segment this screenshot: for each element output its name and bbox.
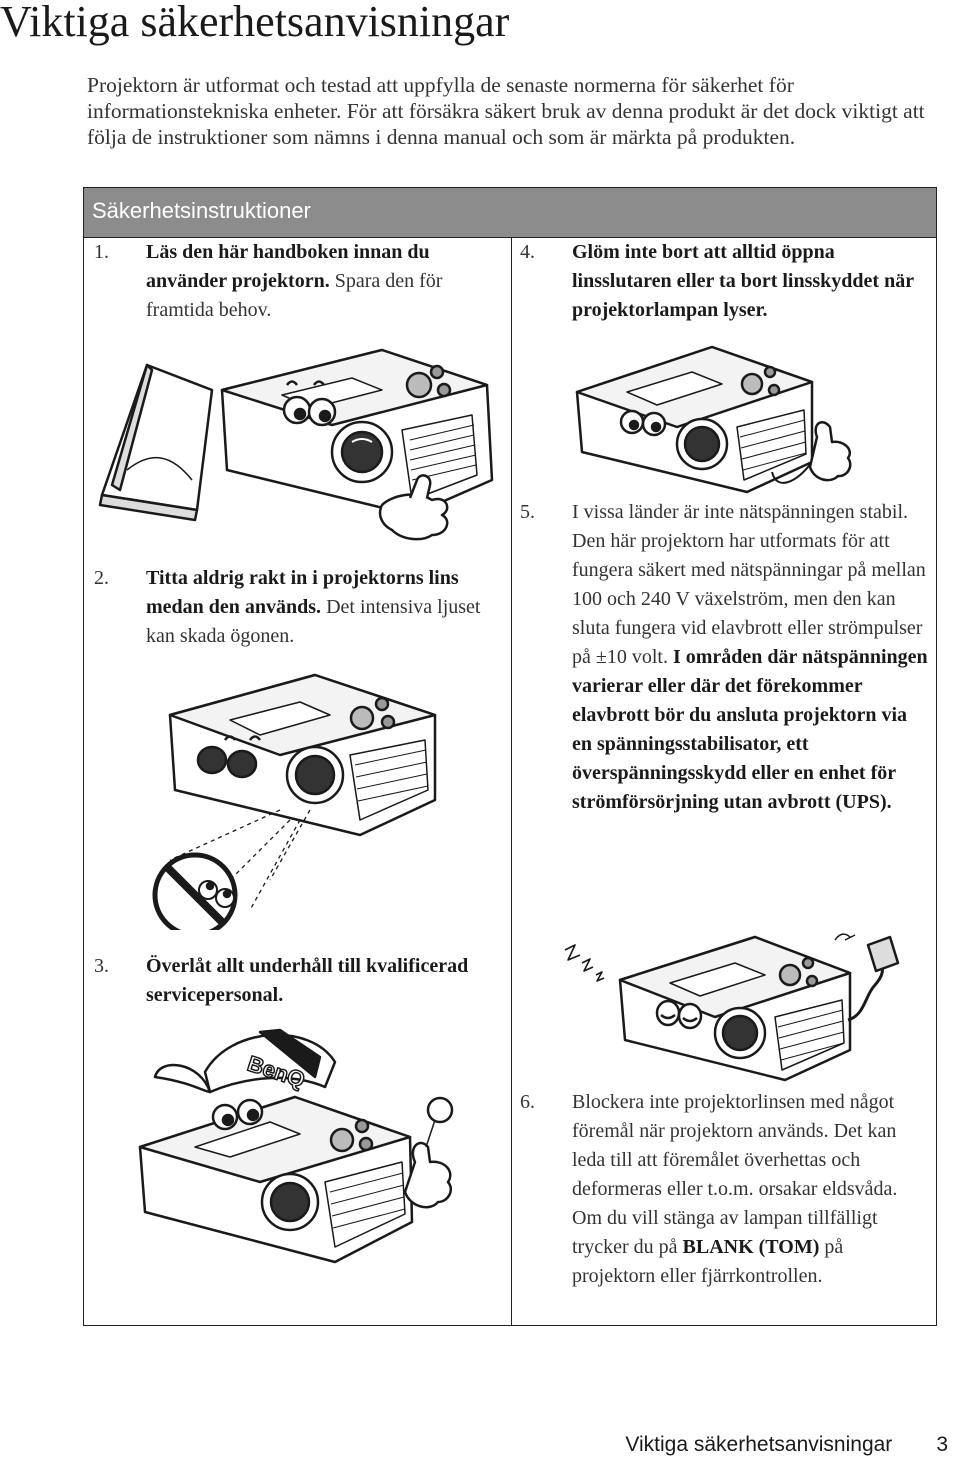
- item-bold-text: I områden där nätspänningen varierar ell…: [572, 646, 928, 813]
- item-text: Det intensiva ljuset kan skada ögonen.: [146, 596, 481, 647]
- illustration-service-personnel: BenQ: [130, 1022, 470, 1292]
- item-number: 5.: [520, 501, 535, 523]
- item-number: 2.: [94, 567, 109, 589]
- thumbs-up-icon: [771, 421, 852, 484]
- item-number: 4.: [520, 241, 535, 263]
- safety-instructions-box: Säkerhetsinstruktioner: [83, 187, 937, 1326]
- item-bold-text: Glöm inte bort att alltid öppna linsslut…: [572, 241, 914, 321]
- book-icon: [98, 363, 214, 522]
- sunglasses-icon: [196, 745, 258, 779]
- item-bold-text: Överlåt allt underhåll till kvalificerad…: [146, 955, 469, 1006]
- projector-icon: [138, 1095, 414, 1264]
- item-text: Blockera inte projektorlinsen med något …: [572, 1091, 898, 1258]
- cap-icon: BenQ: [153, 1028, 337, 1093]
- power-adapter-icon: [834, 933, 900, 1022]
- glove-hand-icon: [378, 474, 449, 541]
- illustration-read-manual: [92, 330, 502, 550]
- projector-icon: [575, 345, 814, 494]
- footer-label: Viktiga säkerhetsanvisningar: [625, 1433, 893, 1456]
- intro-paragraph: Projektorn är utformat och testad att up…: [87, 73, 925, 149]
- item-number: 1.: [94, 241, 109, 263]
- illustration-open-lens-cap: [572, 332, 862, 502]
- illustration-no-looking: [150, 660, 450, 930]
- item-number: 6.: [520, 1091, 535, 1113]
- item-bold-text: Läs den här handboken innan du använder …: [146, 241, 430, 292]
- item-text: Spara den för framtida behov.: [146, 270, 443, 321]
- item-text: I vissa länder är inte nätspänningen sta…: [572, 501, 926, 668]
- page-number: 3: [936, 1433, 948, 1456]
- page-title: Viktiga säkerhetsanvisningar: [0, 0, 510, 46]
- item-bold-text: Titta aldrig rakt in i projektorns lins …: [146, 567, 459, 618]
- item-text-end: på projektorn eller fjärrkontrollen.: [572, 1236, 844, 1287]
- section-heading: Säkerhetsinstruktioner: [84, 188, 936, 238]
- thumbs-up-icon: [403, 1096, 454, 1209]
- projector-icon: [618, 935, 852, 1082]
- illustration-power-supply: [560, 925, 900, 1085]
- projector-icon: [168, 673, 437, 837]
- no-symbol-icon: [152, 852, 238, 930]
- sleep-z-icon: [564, 944, 605, 982]
- projector-icon: [220, 348, 494, 517]
- item-bold-text: BLANK (TOM): [682, 1236, 820, 1258]
- item-number: 3.: [94, 955, 109, 977]
- column-divider: [511, 238, 512, 1325]
- page-footer: Viktiga säkerhetsanvisningar 3: [625, 1432, 948, 1458]
